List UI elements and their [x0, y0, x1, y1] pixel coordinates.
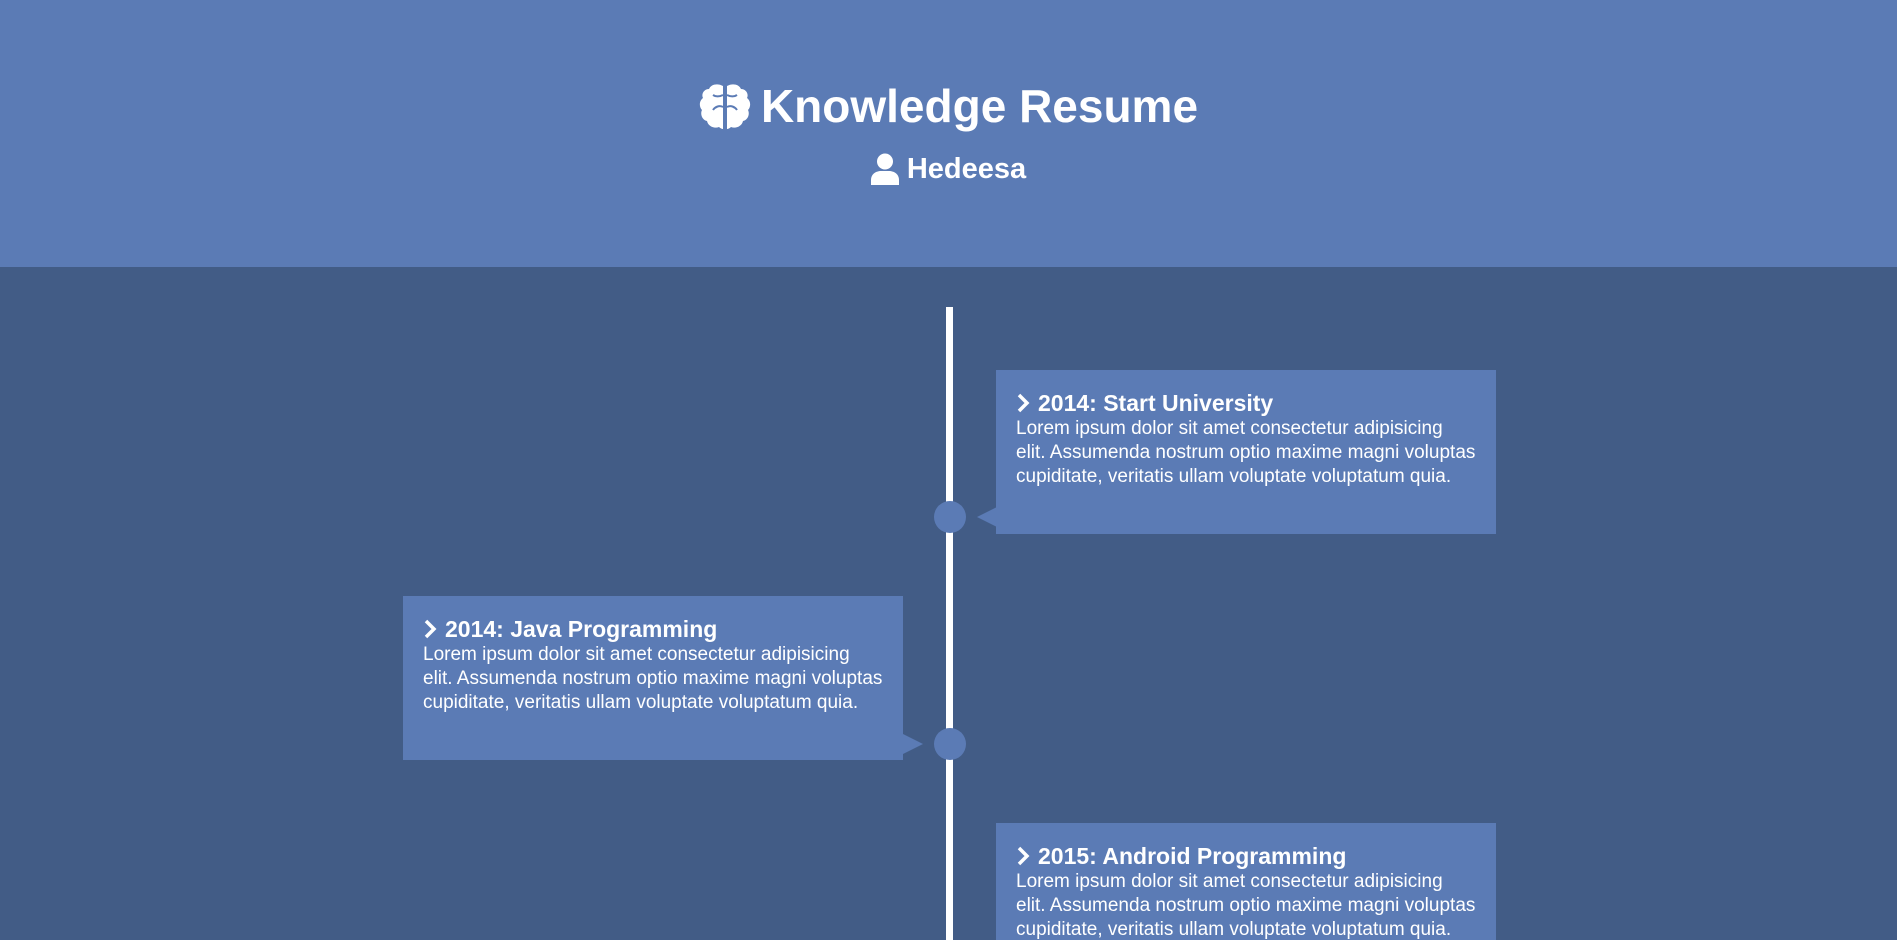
- card-text: Lorem ipsum dolor sit amet consectetur a…: [1016, 871, 1476, 940]
- page-title: Knowledge Resume: [760, 80, 1199, 132]
- user-icon: [870, 153, 899, 185]
- card-title-text: 2015: Android Programming: [1038, 843, 1347, 869]
- card-title-text: 2014: Start University: [1038, 390, 1274, 416]
- card-title: 2014: Java Programming: [423, 616, 883, 642]
- card-title-text: 2014: Java Programming: [445, 616, 718, 642]
- timeline-card: 2014: Java Programming Lorem ipsum dolor…: [403, 596, 903, 760]
- timeline-card: 2015: Android Programming Lorem ipsum do…: [996, 823, 1496, 940]
- chevron-right-icon: [423, 619, 437, 639]
- card-pointer: [903, 734, 923, 754]
- card-text: Lorem ipsum dolor sit amet consectetur a…: [423, 644, 883, 714]
- chevron-right-icon: [1016, 393, 1030, 413]
- timeline-dot: [934, 728, 966, 760]
- card-text: Lorem ipsum dolor sit amet consectetur a…: [1016, 418, 1476, 488]
- timeline-dot: [934, 501, 966, 533]
- page-title-row: Knowledge Resume: [0, 76, 1897, 136]
- user-row: Hedeesa: [0, 150, 1897, 188]
- timeline-line: [946, 307, 953, 940]
- user-name: Hedeesa: [906, 152, 1027, 185]
- page-header: Knowledge Resume Hedeesa: [0, 0, 1897, 267]
- chevron-right-icon: [1016, 846, 1030, 866]
- brain-icon: [699, 83, 751, 129]
- card-title: 2014: Start University: [1016, 390, 1476, 416]
- card-title: 2015: Android Programming: [1016, 843, 1476, 869]
- card-pointer: [977, 507, 997, 527]
- timeline-card: 2014: Start University Lorem ipsum dolor…: [996, 370, 1496, 534]
